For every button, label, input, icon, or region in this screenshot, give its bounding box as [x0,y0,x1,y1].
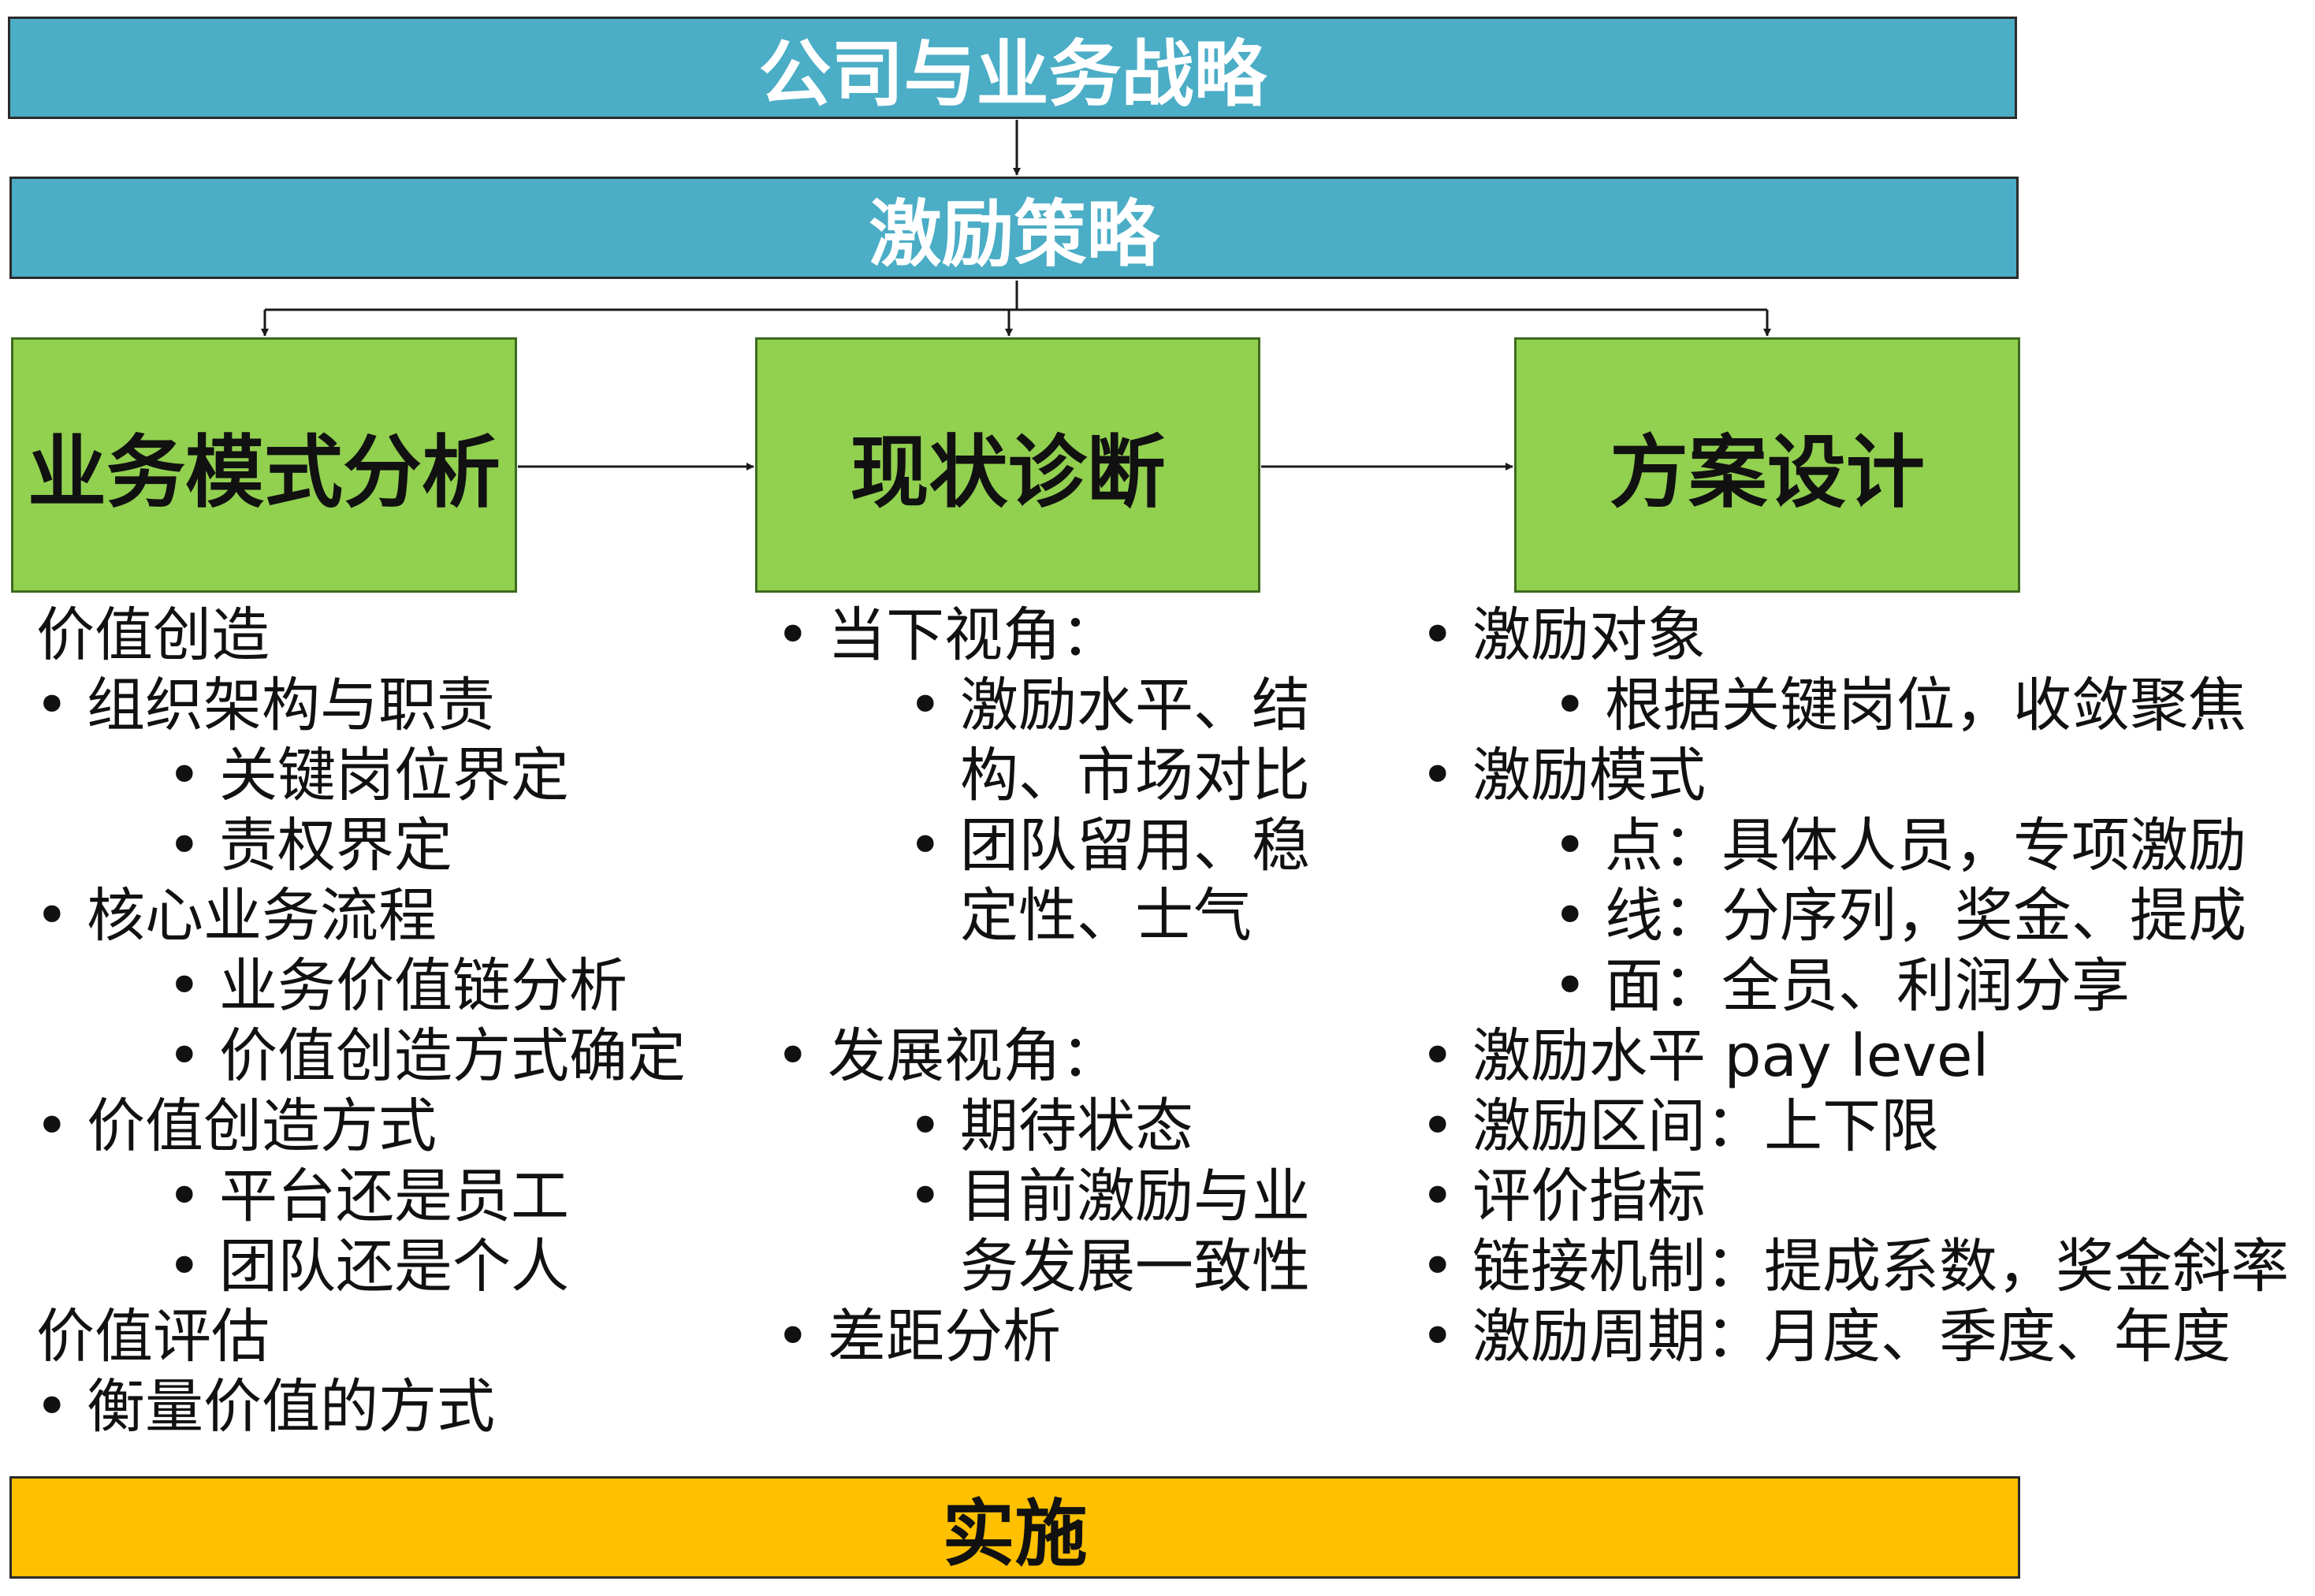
bullet-item: 组织架构与职责 [35,671,709,741]
bullet-item: 线：分序列，奖金、提成 [1553,881,2315,951]
stage-label: 业务模式分析 [28,426,501,519]
bullet-item: 激励水平、结 [908,671,1340,741]
bullet-item: 衡量价值的方式 [35,1372,709,1442]
stage-business-model-analysis: 业务模式分析 [11,337,517,593]
bullet-item: 核心业务流程 [35,881,709,951]
stage-plan-design: 方案设计 [1514,337,2020,593]
text-line: 价值创造 [36,601,270,669]
business-model-points: 价值创造组织架构与职责关键岗位界定责权界定核心业务流程业务价值链分析价值创造方式… [0,601,709,1442]
implementation-label: 实施 [942,1491,1088,1576]
bullet-item: 当下视角： [776,601,1340,671]
stage-label: 现状诊断 [850,426,1166,519]
bullet-item: 团队还是个人 [167,1232,709,1302]
text-line: 构、市场对比 [960,742,1310,809]
bullet-item: 责权界定 [167,811,709,881]
bullet-item: 目前激励与业 [908,1162,1340,1232]
incentive-strategy-label: 激励策略 [869,192,1159,277]
bullet-item: 业务价值链分析 [167,951,709,1021]
bullet-item: 价值创造方式确定 [167,1021,709,1092]
top-strategy-label: 公司与业务战略 [758,32,1267,117]
bullet-item: 激励模式 [1420,741,2315,811]
bullet-item: 激励对象 [1420,601,2315,671]
bullet-item: 评价指标 [1420,1162,2315,1232]
text-line: 定性、士气 [960,882,1252,950]
bullet-item: 点：具体人员，专项激励 [1553,811,2315,881]
stage-label: 方案设计 [1610,426,1925,519]
bullet-item: 发展视角： [776,1021,1340,1092]
bullet-item: 关键岗位界定 [167,741,709,811]
bullet-item: 链接机制：提成系数，奖金斜率 [1420,1232,2315,1302]
text-line: 价值评估 [36,1303,270,1371]
bullet-item: 价值创造方式 [35,1092,709,1162]
bullet-item: 团队留用、稳 [908,811,1340,881]
top-strategy-bar: 公司与业务战略 [8,17,2017,119]
bullet-item: 平台还是员工 [167,1162,709,1232]
stage-current-diagnosis: 现状诊断 [755,337,1260,593]
bullet-item: 激励水平 pay level [1420,1021,2315,1092]
bullet-item: 激励周期：月度、季度、年度 [1420,1302,2315,1372]
design-points: 激励对象根据关键岗位，收敛聚焦激励模式点：具体人员，专项激励线：分序列，奖金、提… [0,601,2315,1372]
diagnosis-points: 当下视角：激励水平、结构、市场对比团队留用、稳定性、士气 发展视角：期待状态目前… [0,601,1340,1372]
bullet-item: 期待状态 [908,1092,1340,1162]
bullet-item: 差距分析 [776,1302,1340,1372]
implementation-bar: 实施 [9,1476,2020,1579]
bullet-item: 激励区间：上下限 [1420,1092,2315,1162]
incentive-strategy-bar: 激励策略 [9,177,2019,279]
bullet-item: 根据关键岗位，收敛聚焦 [1553,671,2315,741]
text-line: 务发展一致性 [960,1233,1310,1300]
bullet-item: 面：全员、利润分享 [1553,951,2315,1021]
